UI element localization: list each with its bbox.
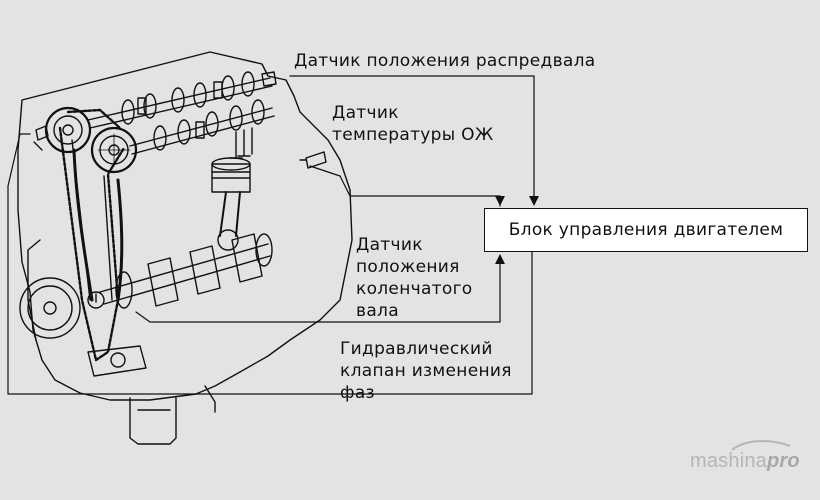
label-crank-line-3: коленчатого bbox=[356, 279, 473, 299]
label-coolant-line-2: температуры ОЖ bbox=[332, 125, 494, 145]
label-valve-line-2: клапан изменения bbox=[340, 361, 512, 381]
label-valve-line-3: фаз bbox=[340, 383, 375, 403]
label-phase-valve: Гидравлический клапан изменения фаз bbox=[340, 338, 512, 404]
engine-block-outline bbox=[17, 51, 353, 445]
valves bbox=[229, 127, 253, 159]
line-coolant bbox=[309, 165, 501, 207]
crank-pulley bbox=[19, 277, 81, 339]
line-cam-sensor bbox=[7, 133, 533, 395]
signal-lines bbox=[7, 75, 535, 395]
line-crank bbox=[135, 261, 501, 323]
label-valve-line-1: Гидравлический bbox=[340, 339, 493, 359]
arrowheads bbox=[495, 196, 539, 264]
watermark-part-1: mashina bbox=[690, 450, 767, 472]
camshaft-intake bbox=[87, 71, 277, 129]
coolant-temperature-sensor-icon bbox=[299, 151, 327, 169]
label-camshaft-sensor: Датчик положения распредвала bbox=[294, 51, 596, 71]
camshaft-exhaust bbox=[129, 99, 275, 155]
watermark-car-icon bbox=[731, 440, 791, 451]
piston bbox=[211, 157, 251, 193]
line-valve bbox=[289, 75, 535, 199]
ecu-label: Блок управления двигателем bbox=[508, 220, 784, 240]
label-crank-line-2: положения bbox=[356, 257, 460, 277]
connecting-rod bbox=[217, 191, 241, 251]
cam-sprocket-exhaust bbox=[90, 126, 138, 174]
label-crank-line-4: вала bbox=[356, 301, 399, 321]
watermark-logo: mashinapro bbox=[690, 450, 800, 473]
ecu-box: Блок управления двигателем bbox=[484, 208, 808, 252]
oil-pump bbox=[87, 291, 147, 377]
label-coolant-line-1: Датчик bbox=[332, 103, 399, 123]
label-crank-line-1: Датчик bbox=[356, 235, 423, 255]
crankshaft bbox=[95, 233, 273, 309]
cam-sprocket-intake bbox=[44, 106, 92, 154]
camshaft-position-sensor-icon bbox=[33, 125, 49, 151]
label-crank-sensor: Датчик положения коленчатого вала bbox=[356, 234, 473, 322]
label-coolant-sensor: Датчик температуры ОЖ bbox=[332, 102, 493, 146]
watermark-part-2: pro bbox=[767, 450, 800, 472]
